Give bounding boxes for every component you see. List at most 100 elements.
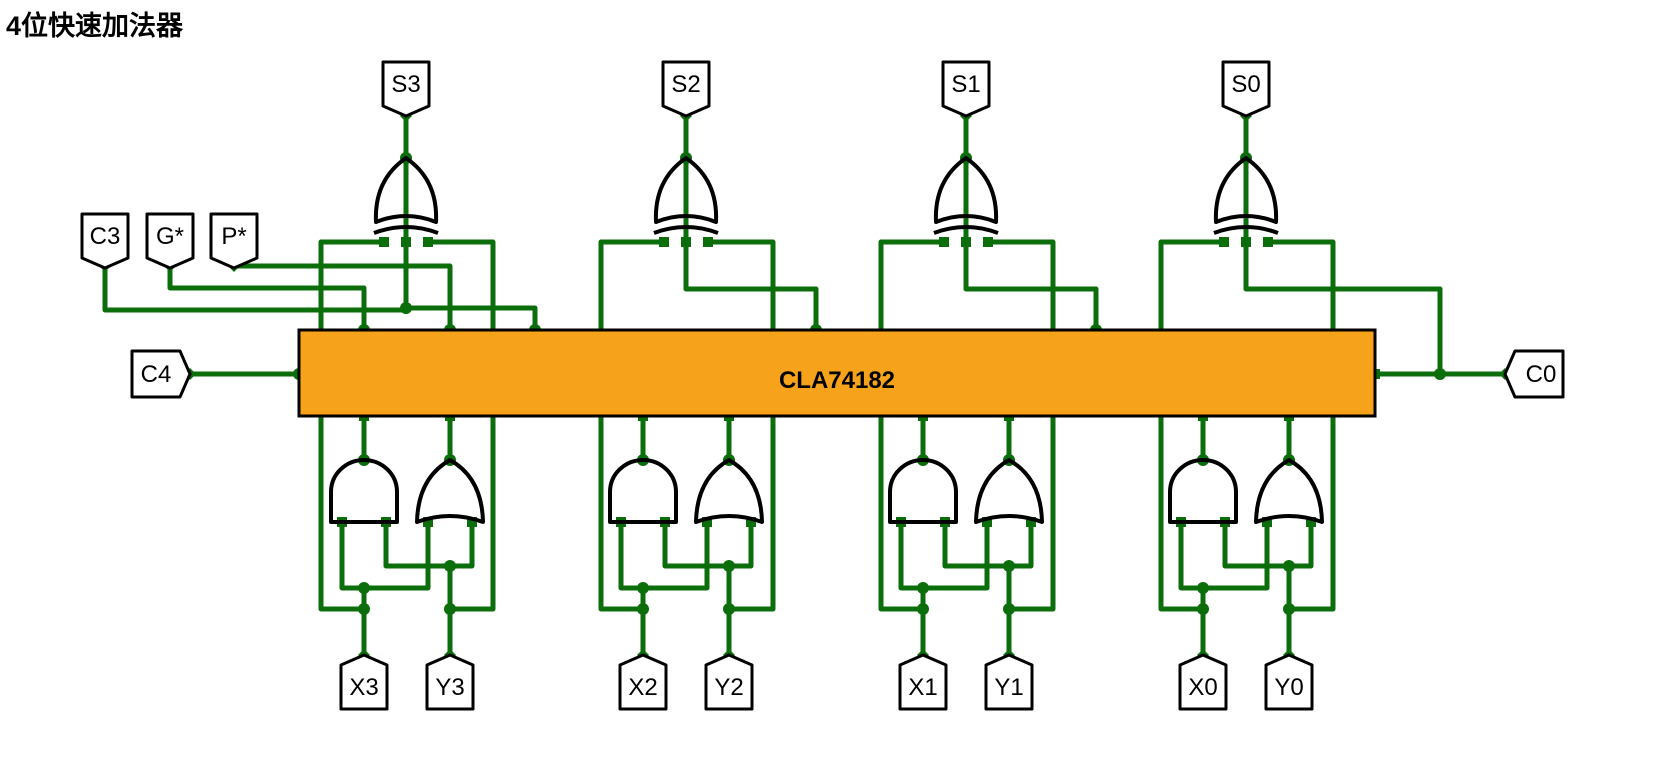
- pin-box: [898, 653, 948, 711]
- or-gate-icon: [1254, 458, 1324, 524]
- pin-label: X1: [908, 674, 937, 701]
- page-title: 4位快速加法器: [6, 11, 184, 41]
- junction-dot: [1003, 603, 1015, 615]
- junction-dot: [444, 603, 456, 615]
- gate-pin: [703, 237, 713, 247]
- input-pin-y2: Y2: [704, 653, 754, 711]
- pin-label: G*: [156, 223, 184, 250]
- input-pin-x1: X1: [898, 653, 948, 711]
- xor-gate-icon: [653, 156, 719, 224]
- wire: [425, 239, 496, 333]
- xor-gate-back-arc: [1213, 225, 1279, 235]
- pin-label: X3: [349, 674, 378, 701]
- pin-box: [130, 349, 192, 399]
- gate-pin: [423, 237, 433, 247]
- gate-pin: [1219, 237, 1229, 247]
- wire: [618, 519, 710, 591]
- wire: [1286, 413, 1336, 612]
- pin-label: S2: [671, 71, 700, 98]
- pin-box: [339, 653, 389, 711]
- and-gate-icon: [1168, 458, 1238, 524]
- pin-box: [618, 653, 668, 711]
- pin-label: Y0: [1274, 674, 1303, 701]
- wire: [942, 519, 1034, 569]
- wire: [383, 519, 475, 569]
- gates: [329, 156, 1324, 524]
- chip-body: [297, 328, 1377, 418]
- input-pin-y0: Y0: [1264, 653, 1314, 711]
- or-gate-icon: [694, 458, 764, 524]
- wire: [167, 263, 367, 333]
- gate-pin: [1263, 237, 1273, 247]
- input-pin-c0: C0: [1503, 349, 1565, 399]
- pin-label: S1: [951, 71, 980, 98]
- input-pin-y3: Y3: [425, 653, 475, 711]
- gate-pin: [379, 237, 389, 247]
- xor-gate-icon: [1213, 156, 1279, 224]
- pin-box: [209, 212, 259, 270]
- wire: [1178, 519, 1270, 591]
- wire: [683, 239, 819, 333]
- pin-box: [1221, 60, 1271, 118]
- wire: [1243, 239, 1443, 377]
- and-gate-icon: [329, 458, 399, 524]
- and-gate-icon: [608, 458, 678, 524]
- cla-chip: CLA74182: [297, 328, 1377, 418]
- wire: [1265, 239, 1336, 333]
- wire: [339, 519, 431, 591]
- output-pin-c3: C3: [80, 212, 130, 270]
- wire: [447, 413, 496, 612]
- wire: [1222, 519, 1314, 569]
- input-pin-x0: X0: [1178, 653, 1228, 711]
- junction-dot: [358, 603, 370, 615]
- input-pin-x3: X3: [339, 653, 389, 711]
- wire: [705, 239, 776, 333]
- wire: [1158, 413, 1206, 612]
- pin-box: [941, 60, 991, 118]
- pin-box: [661, 60, 711, 118]
- junction-dot: [723, 603, 735, 615]
- output-pin-s1: S1: [941, 60, 991, 118]
- pin-label: Y1: [994, 674, 1023, 701]
- wire: [898, 519, 990, 591]
- junction-dot: [1197, 582, 1209, 594]
- gate-pin: [659, 237, 669, 247]
- wire: [878, 413, 926, 612]
- output-pin-c4: C4: [130, 349, 192, 399]
- pin-box: [1503, 349, 1565, 399]
- wire: [318, 239, 387, 333]
- output-pin-s2: S2: [661, 60, 711, 118]
- or-gate-icon: [974, 458, 1044, 524]
- pin-label: C4: [141, 361, 172, 388]
- pin-box: [80, 212, 130, 270]
- pin-label: C3: [90, 223, 121, 250]
- wire: [1158, 239, 1227, 333]
- input-pin-x2: X2: [618, 653, 668, 711]
- junction-dot: [1283, 603, 1295, 615]
- wire: [1006, 413, 1056, 612]
- junction-dot: [637, 603, 649, 615]
- pin-box: [704, 653, 754, 711]
- xor-gate-back-arc: [933, 225, 999, 235]
- pin-box: [425, 653, 475, 711]
- junction-dot: [358, 582, 370, 594]
- wires: [99, 110, 1511, 661]
- input-pin-y1: Y1: [984, 653, 1034, 711]
- junction-dot: [637, 582, 649, 594]
- xor-gate-icon: [373, 156, 439, 224]
- wire: [878, 239, 947, 333]
- or-gate-icon: [415, 458, 485, 524]
- wire: [318, 413, 367, 612]
- junction-dot: [917, 582, 929, 594]
- pin-label: S0: [1231, 71, 1260, 98]
- output-pin-s3: S3: [381, 60, 431, 118]
- junction-dot: [1003, 560, 1015, 572]
- wire: [598, 413, 646, 612]
- wire: [726, 413, 776, 612]
- wire: [102, 263, 409, 313]
- output-pin-g-star: G*: [145, 212, 195, 270]
- gate-pin: [939, 237, 949, 247]
- junction-dot: [917, 603, 929, 615]
- and-gate-icon: [888, 458, 958, 524]
